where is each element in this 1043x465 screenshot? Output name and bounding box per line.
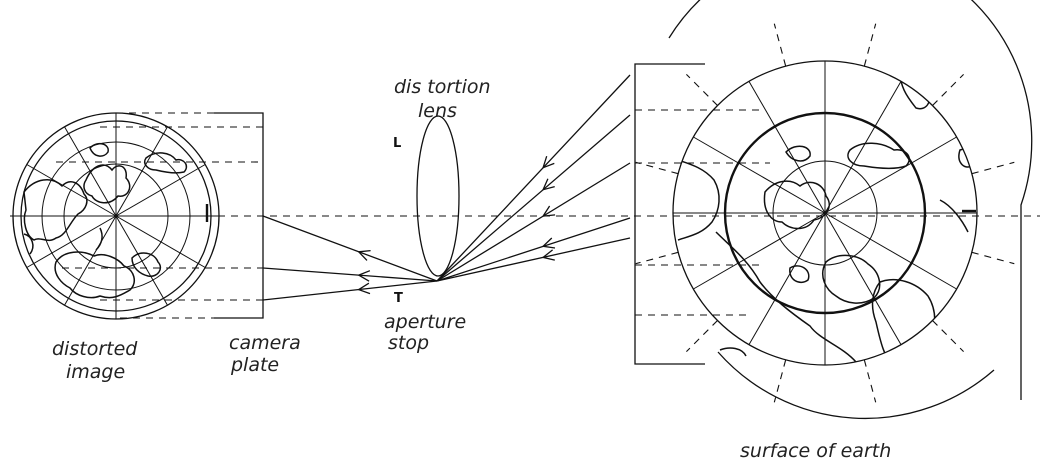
image-meridian <box>115 215 168 306</box>
earth-meridian-extension <box>635 251 679 265</box>
svg-text:dis tortion: dis tortion <box>394 76 491 98</box>
camera-plate-label: camera plate <box>229 332 301 376</box>
earth-meridian-extension <box>773 23 787 67</box>
earth-meridian <box>824 81 902 214</box>
earth-meridian-extension <box>686 74 718 106</box>
earth-globe <box>635 0 1033 420</box>
image-meridian <box>64 215 117 306</box>
earth-meridian-extension <box>863 359 877 403</box>
image-projection-dashes <box>56 112 263 319</box>
earth-meridian-extension <box>686 320 718 352</box>
earth-meridian-extension <box>773 359 787 403</box>
ray-arrowhead <box>542 156 555 169</box>
earth-meridian <box>824 212 902 345</box>
earth-meridian-extension <box>932 320 964 352</box>
svg-text:distorted: distorted <box>52 338 138 360</box>
ray-arrowhead <box>541 237 556 249</box>
image-meridian <box>115 164 206 217</box>
earth-meridian <box>824 136 957 214</box>
earth-meridian <box>748 212 826 345</box>
svg-text:plate: plate <box>230 354 279 376</box>
earth-landmasses <box>677 61 975 365</box>
ray-arrowheads <box>357 156 556 295</box>
image-meridian <box>26 164 117 217</box>
svg-text:image: image <box>66 361 125 383</box>
svg-text:stop: stop <box>388 332 429 354</box>
earth-meridian <box>748 81 826 214</box>
lens-label: dis tortion lens <box>394 76 491 122</box>
image-rays <box>262 215 438 301</box>
image-meridian <box>26 215 117 268</box>
earth-meridian-extension <box>971 161 1015 175</box>
svg-text:aperture: aperture <box>384 311 466 333</box>
earth-meridian <box>824 212 957 290</box>
ray-arrowhead <box>357 249 371 261</box>
ray-arrowhead <box>541 205 556 217</box>
earth-meridian-extension <box>635 161 679 175</box>
object-rays <box>436 74 631 282</box>
ray-arrowhead <box>357 270 371 282</box>
aperture-stop-label: aperture stop <box>384 311 466 354</box>
object-plane <box>634 63 705 365</box>
earth-meridian <box>693 212 826 290</box>
ray-arrowhead <box>541 249 555 261</box>
earth-meridian-extension <box>971 251 1015 265</box>
ray-arrowhead <box>357 282 371 295</box>
distortion-lens <box>416 115 460 277</box>
stop-marker: T <box>394 291 403 306</box>
ray-arrowhead <box>541 178 555 191</box>
lens-marker: L <box>393 136 401 151</box>
image-meridian <box>115 215 206 268</box>
svg-text:lens: lens <box>418 100 457 122</box>
earth-meridian <box>693 136 826 214</box>
surface-of-earth-label: surface of earth <box>740 440 891 462</box>
earth-meridian-extension <box>863 23 877 67</box>
distorted-image-label: distorted image <box>52 338 138 383</box>
image-meridian <box>115 126 168 217</box>
earth-meridian-extension <box>932 74 964 106</box>
distorted-landmasses <box>23 142 188 299</box>
svg-text:camera: camera <box>229 332 301 354</box>
